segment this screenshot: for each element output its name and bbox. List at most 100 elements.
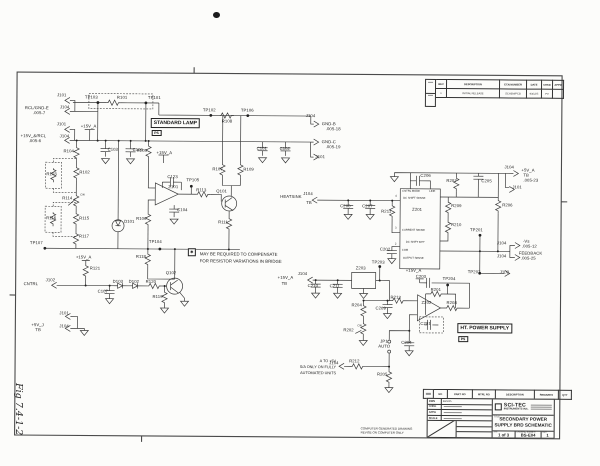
approval-value — [442, 405, 492, 410]
component-label: R213 — [390, 294, 401, 300]
component-label: DC SHIFT BYP — [405, 240, 425, 244]
component-label: +15V_A — [75, 254, 92, 260]
component-label: R121 — [89, 265, 101, 271]
component-label: J104 — [305, 113, 316, 119]
component-label: Z203 — [355, 265, 366, 271]
component-label: J104 — [59, 104, 70, 110]
approval-label: DWN — [427, 398, 442, 404]
component-label: CNTRL — [23, 281, 39, 287]
revision-data-cell: 1 — [435, 88, 448, 99]
component-label: R207 — [446, 178, 457, 184]
component-label: R212 — [349, 358, 360, 364]
component-label: R118 — [135, 253, 146, 259]
component-label: D103 — [112, 278, 124, 284]
component-label: .005-23 — [523, 177, 539, 183]
component-label: R104 — [63, 148, 75, 154]
component-label: AUTO — [378, 343, 391, 349]
component-label: R106 — [136, 215, 147, 221]
component-label: C211 — [329, 283, 340, 289]
component-label: C207 — [362, 203, 373, 209]
component-label: TP102 — [202, 107, 216, 113]
ht-power-supply-sub-label: PS — [458, 336, 468, 343]
revision-header-cell: ECN NUMBER — [500, 79, 528, 90]
component-label: R115 — [79, 215, 90, 221]
component-label: R204 — [351, 302, 362, 308]
standard-lamp-sub-label: PS — [151, 129, 162, 137]
component-label: C201 — [420, 320, 431, 326]
component-label: R107 — [212, 166, 223, 172]
revision-header-cell: CHKD — [542, 79, 554, 90]
component-label: C205 — [481, 178, 492, 184]
component-label: .005-19 — [325, 144, 341, 150]
component-label: LINE — [429, 189, 436, 193]
component-label: R114 — [62, 195, 73, 201]
component-label: TP201 — [470, 227, 483, 233]
component-label: R120 — [145, 278, 157, 284]
approval-label: SCALE — [427, 415, 442, 421]
component-label: R101 — [116, 94, 128, 100]
component-label: R109 — [243, 166, 254, 172]
component-label: TB — [281, 280, 288, 286]
component-label: DC SHIFT SENSE — [403, 196, 426, 200]
component-label: C103 — [107, 146, 119, 152]
component-label: Q102 — [165, 270, 177, 276]
component-label: R211 — [381, 208, 392, 214]
bridge-note: MAY BE REQUIRED TO COMPENSATE FOR RESIST… — [200, 250, 282, 265]
sheet-number: 1 of 3 — [498, 431, 510, 437]
ink-dot — [213, 12, 220, 18]
component-label: CW — [80, 193, 85, 197]
component-label: R209 — [451, 203, 462, 209]
revision-header-cell: DATE — [527, 79, 543, 90]
component-label: R117 — [78, 233, 90, 239]
component-label: J104 — [329, 360, 339, 366]
computer-note: COMPUTER GENERATED DRAWING REVISE ON COM… — [360, 426, 413, 435]
sheet-cell: SHT 1 of 3 — [492, 431, 516, 438]
component-label: C107 — [97, 288, 109, 294]
component-label: C123 — [167, 174, 178, 180]
component-label: D101 — [124, 218, 135, 224]
component-label: .005-6 — [28, 138, 42, 144]
revision-data-cell: INITIAL RELEASE — [446, 89, 501, 99]
component-label: R103 — [46, 171, 57, 177]
component-label: +15V_A — [277, 274, 294, 280]
component-label: Q101 — [216, 188, 227, 194]
component-label: TP103 — [84, 94, 98, 100]
component-label: C101 — [256, 145, 268, 151]
approval-value: 93/1/25 — [442, 399, 452, 403]
component-label: Z201 — [412, 206, 423, 212]
drawing-title: TITLE SECONDARY POWER SUPPLY BRD SCHEMAT… — [492, 415, 554, 432]
auto-note-line3: AUTOMATED UNITS — [300, 370, 337, 376]
component-label: TP203 — [371, 259, 385, 265]
sheet-label: SHT — [493, 431, 498, 434]
computer-note-line2: REVISE ON COMPUTER ONLY — [360, 430, 404, 435]
component-label: Z202 — [421, 299, 432, 305]
approval-label: APPD — [427, 410, 442, 415]
drawing-number-label: DRAWING NUMBER — [516, 431, 536, 434]
component-label: +15V_A — [80, 123, 97, 129]
component-label: CURRENT SENSE — [402, 228, 425, 232]
component-label: J104 — [59, 323, 69, 329]
revision-data-cell — [552, 89, 565, 99]
component-label: R201 — [430, 286, 442, 292]
revision-value: 1 — [546, 432, 549, 438]
component-label: C209 — [375, 305, 386, 311]
component-label: TP105 — [186, 177, 200, 183]
parts-header-cell: QTY — [558, 389, 572, 400]
component-label: R208 — [446, 300, 457, 306]
bridge-note-line2: FOR RESISTOR VARIATIONS IN BRIDGE — [199, 258, 282, 265]
component-label: R205 — [376, 371, 388, 377]
component-label: TP107 — [29, 240, 43, 246]
company-logo-block: SCI-TEC INSTRUMENTS INC. — [492, 399, 554, 416]
drawing-title-line2: SUPPLY BRD SCHEMATIC — [494, 422, 552, 428]
component-label: R105 — [136, 147, 148, 153]
component-label: Z101 — [168, 184, 179, 190]
component-label: CNTRL MODE — [402, 189, 420, 193]
company-name-line2: INSTRUMENTS INC. — [503, 407, 529, 411]
component-label: C200 — [340, 203, 351, 209]
revision-header-cell: APPD — [553, 79, 565, 90]
component-label: C204 — [401, 339, 412, 345]
component-label: J104 — [297, 270, 308, 277]
component-label: R202 — [343, 327, 354, 333]
component-label: J101 — [512, 184, 522, 190]
